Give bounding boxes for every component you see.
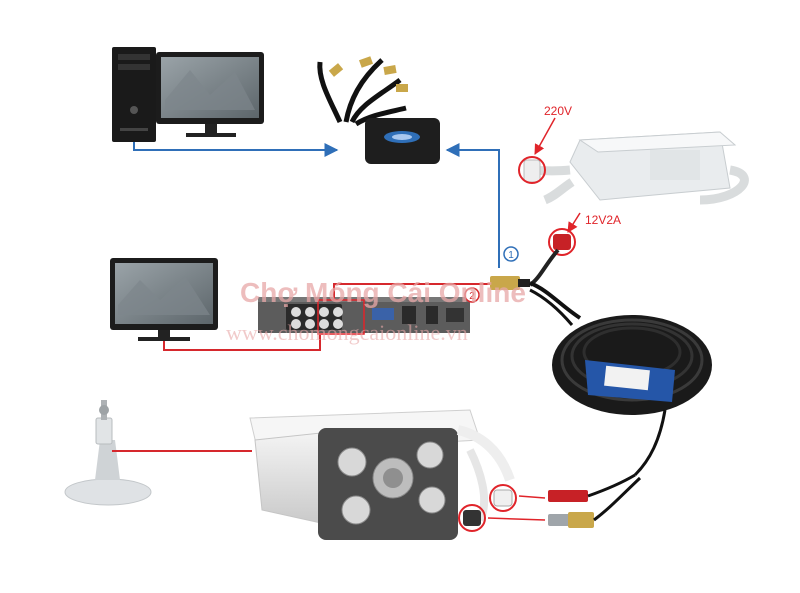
watermark-url: www.chomongcaionline.vn [226,320,468,345]
power-adapter-icon [518,131,749,205]
camera-bracket-icon [64,400,152,506]
monitor-icon [156,52,264,137]
marker-1: 1 [503,246,519,262]
svg-text:1: 1 [508,250,514,261]
usb-capture-card-icon [317,56,440,164]
voltage-12v2a-label: 12V2A [585,213,621,227]
red-wire [163,283,490,351]
dvr-recorder-icon [258,297,470,335]
callout-arrow [567,212,581,233]
bnc-connector-icon [490,276,582,320]
coax-cable-reel-icon [529,288,712,477]
marker-2: 2 [464,287,480,303]
monitor-icon [110,258,218,341]
blue-wire [133,142,500,268]
cctv-camera-icon [249,409,515,540]
desktop-tower-icon [112,47,156,142]
bnc-connector-icon [458,473,642,532]
dc-plug-icon [528,228,576,287]
voltage-220-label: 220V [544,104,572,118]
callout-arrow [534,117,556,155]
svg-text:2: 2 [469,291,475,302]
watermark-title: Chợ Móng Cái Online [240,277,526,308]
